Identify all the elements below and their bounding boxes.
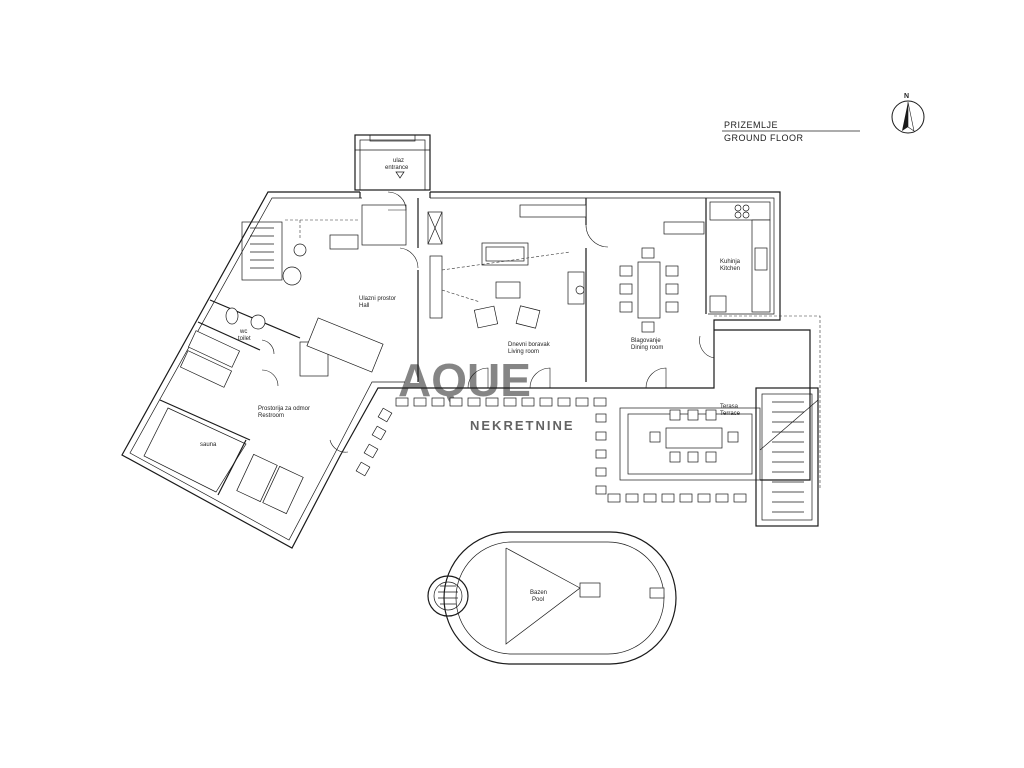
- svg-text:Living room: Living room: [508, 349, 539, 355]
- svg-text:toilet: toilet: [238, 336, 251, 342]
- kitchen-furniture: [709, 201, 771, 313]
- label-hall: Ulazni prostor Hall: [359, 296, 396, 309]
- svg-text:Dining room: Dining room: [631, 345, 663, 351]
- svg-text:Dnevni boravak: Dnevni boravak: [508, 342, 551, 348]
- terrace-area: [619, 315, 821, 527]
- room-labels: ulaz entrance Ulazni prostor Hall wc toi…: [200, 158, 741, 603]
- label-dining: Blagovanje Dining room: [631, 338, 663, 351]
- stepping-stones: [355, 397, 747, 503]
- svg-text:Hall: Hall: [359, 303, 369, 309]
- label-entrance: ulaz entrance: [385, 158, 409, 171]
- north-label: N: [904, 93, 909, 100]
- svg-text:Blagovanje: Blagovanje: [631, 338, 661, 344]
- svg-text:Bazen: Bazen: [530, 590, 547, 596]
- svg-text:ulaz: ulaz: [393, 158, 404, 164]
- building-walls: [121, 191, 781, 549]
- restroom-furniture: [143, 307, 384, 515]
- title-line2: GROUND FLOOR: [724, 133, 804, 143]
- svg-text:Restroom: Restroom: [258, 413, 284, 419]
- svg-text:Ulazni prostor: Ulazni prostor: [359, 296, 396, 302]
- pool: [427, 531, 677, 665]
- entrance-porch: [354, 134, 431, 191]
- svg-text:Terrace: Terrace: [720, 411, 741, 417]
- svg-text:Terasa: Terasa: [720, 404, 739, 410]
- label-wc: wc toilet: [238, 329, 251, 342]
- svg-text:Kitchen: Kitchen: [720, 266, 740, 272]
- watermark-main: AQUE: [398, 354, 531, 406]
- label-restroom: Prostorija za odmor Restroom: [258, 406, 310, 419]
- svg-text:Prostorija za odmor: Prostorija za odmor: [258, 406, 310, 412]
- svg-text:entrance: entrance: [385, 165, 409, 171]
- svg-text:sauna: sauna: [200, 442, 217, 448]
- label-living: Dnevni boravak Living room: [508, 342, 551, 355]
- svg-text:wc: wc: [239, 329, 247, 335]
- label-pool: Bazen Pool: [530, 590, 547, 603]
- plan-title: PRIZEMLJE GROUND FLOOR: [722, 120, 860, 143]
- label-terrace: Terasa Terrace: [720, 404, 741, 417]
- dining-room-furniture: [619, 221, 705, 333]
- hall-furniture: [282, 243, 307, 286]
- watermark-sub: NEKRETNINE: [470, 418, 575, 433]
- label-sauna: sauna: [200, 442, 217, 448]
- north-arrow-icon: N: [891, 93, 925, 134]
- svg-text:Pool: Pool: [532, 597, 544, 603]
- label-kitchen: Kuhinja Kitchen: [720, 259, 741, 272]
- title-line1: PRIZEMLJE: [724, 120, 778, 130]
- watermark: AQUE NEKRETNINE: [398, 354, 575, 433]
- living-room-furniture: [429, 204, 587, 329]
- svg-text:Kuhinja: Kuhinja: [720, 259, 741, 265]
- doors: [261, 191, 715, 453]
